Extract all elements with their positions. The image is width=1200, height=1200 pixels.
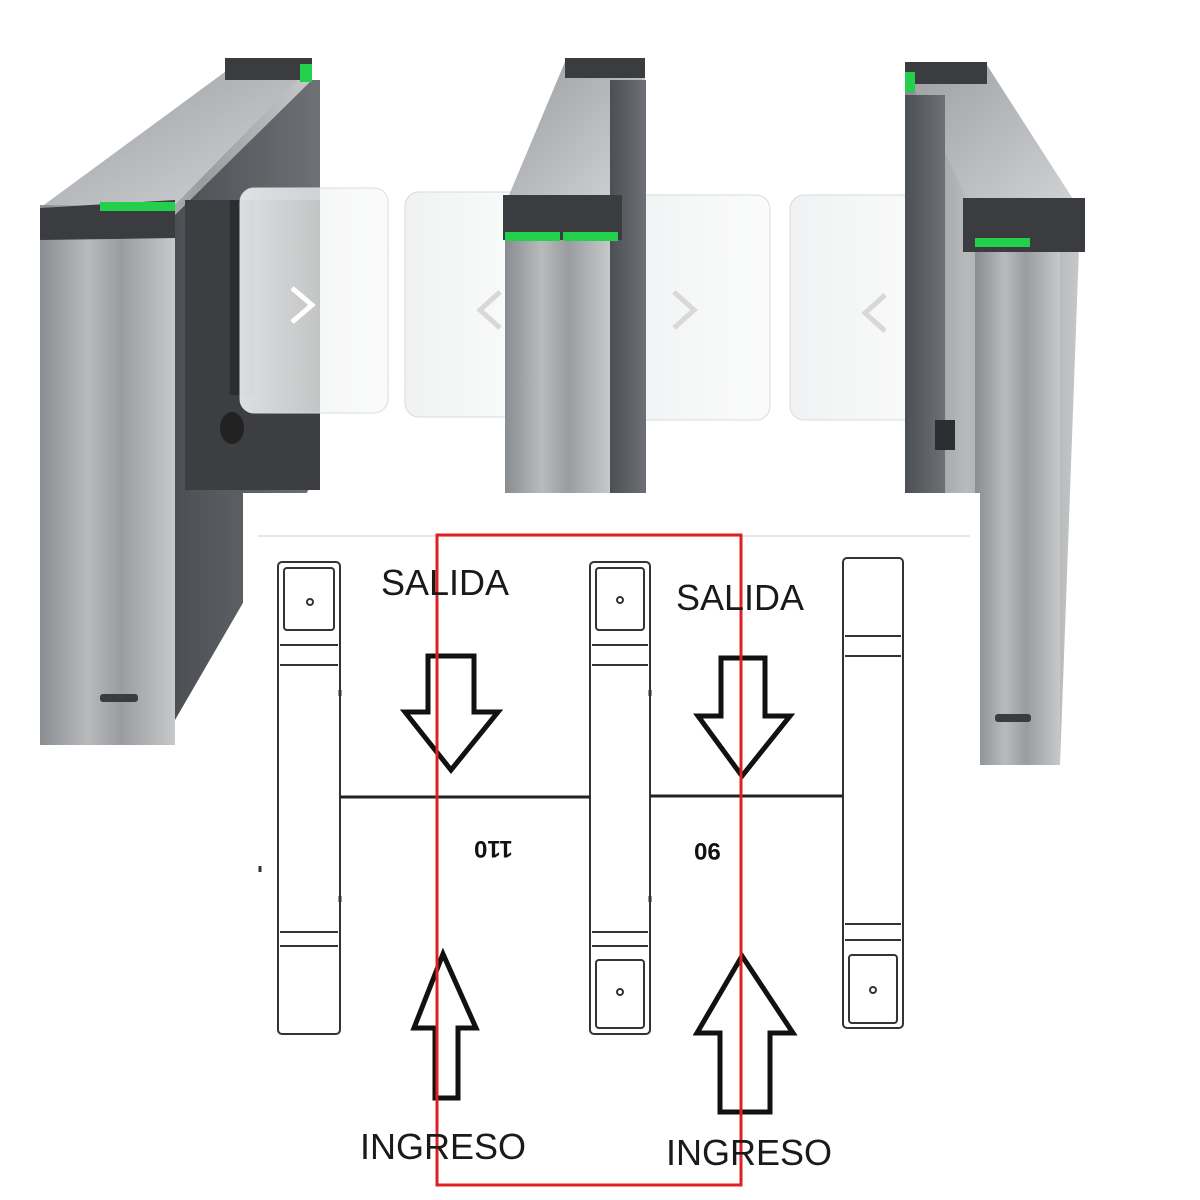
side-ticks	[258, 690, 652, 902]
entry-arrow-left	[410, 947, 480, 1101]
exit-label-left: SALIDA	[381, 562, 510, 603]
middle-glass-wings	[404, 191, 771, 421]
card-reader-icon	[616, 596, 624, 604]
turnstile-photo	[40, 58, 1085, 765]
card-reader-icon	[869, 986, 877, 994]
lane-width-right: 90	[694, 837, 721, 864]
chevron-right-icon	[290, 286, 316, 324]
left-glass-wing	[239, 187, 389, 414]
chevron-right-icon	[672, 290, 698, 330]
exit-arrow-right	[693, 655, 796, 781]
middle-pedestal	[589, 561, 651, 1035]
card-reader-icon	[306, 598, 314, 606]
card-reader-icon	[616, 988, 624, 996]
highlight-frame	[435, 533, 743, 1187]
right-pedestal	[842, 557, 904, 1029]
barrier-lines	[340, 794, 843, 799]
entry-label-left: INGRESO	[360, 1126, 527, 1167]
plan-drawing-panel	[243, 493, 980, 1200]
entry-label-right: INGRESO	[666, 1132, 833, 1173]
entry-arrow-right	[692, 951, 798, 1115]
left-pedestal	[277, 561, 341, 1035]
exit-label-right: SALIDA	[676, 577, 805, 618]
middle-turnstile-cabinet	[503, 58, 646, 500]
exit-arrow-left	[399, 653, 504, 774]
chevron-left-icon	[861, 293, 887, 333]
chevron-left-icon	[476, 290, 502, 330]
lane-width-left: 110	[474, 835, 513, 862]
